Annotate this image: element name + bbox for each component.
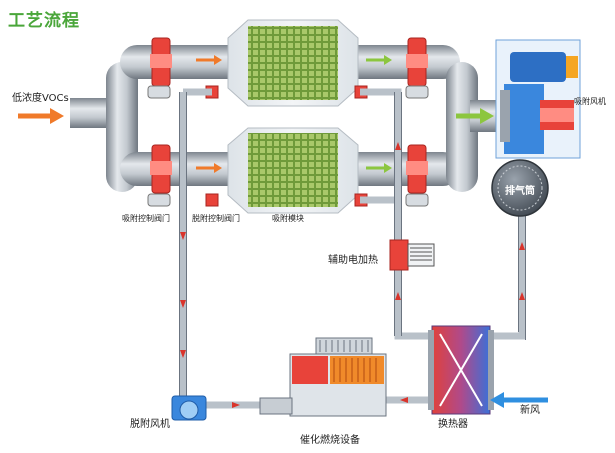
chimney-label: 排气筒 [505,186,535,197]
flow-arrow-top-out [366,55,392,65]
aux-heater-label: 辅助电加热 [328,255,378,266]
adsorption-fan-label: 吸附风机 [574,97,606,106]
adsorption-valve-top-left [150,37,172,87]
adsorption-module-top [227,19,359,107]
adsorption-module-bottom [227,127,359,214]
valve-actuators [147,85,429,207]
flow-arrow-bottom-out [366,163,392,173]
adsorption-fan [495,39,581,159]
adsorption-valve-bottom-left [150,144,172,194]
diagram-title: 工艺流程 [8,11,80,31]
desorption-fan [171,395,207,421]
flow-arrow-bottom-in [196,163,222,173]
adsorption-module-label: 吸附模块 [272,214,304,223]
inlet-label: 低浓度VOCs [12,93,69,104]
inlet-flow-arrow [18,108,64,124]
flow-arrow-outlet [456,108,494,124]
heat-exchanger-label: 换热器 [438,419,468,430]
desorption-valve-label: 脱附控制阀门 [192,214,240,223]
fresh-air-label: 新风 [520,405,540,416]
flow-arrow-top-in [196,55,222,65]
aux-electric-heater [389,239,435,271]
adsorption-valve-bottom-right [406,144,428,194]
fresh-air-arrow [490,392,548,408]
catalytic-combustor-label: 催化燃烧设备 [300,435,360,446]
desorption-fan-label: 脱附风机 [130,419,170,430]
catalytic-combustor [259,337,387,417]
desorption-pipes-outline [179,92,526,400]
chimney [491,159,549,217]
adsorption-valve-top-right [406,37,428,87]
adsorption-valve-label: 吸附控制阀门 [122,214,170,223]
desorption-flow-ticks [180,142,525,408]
heat-exchanger [428,325,494,415]
